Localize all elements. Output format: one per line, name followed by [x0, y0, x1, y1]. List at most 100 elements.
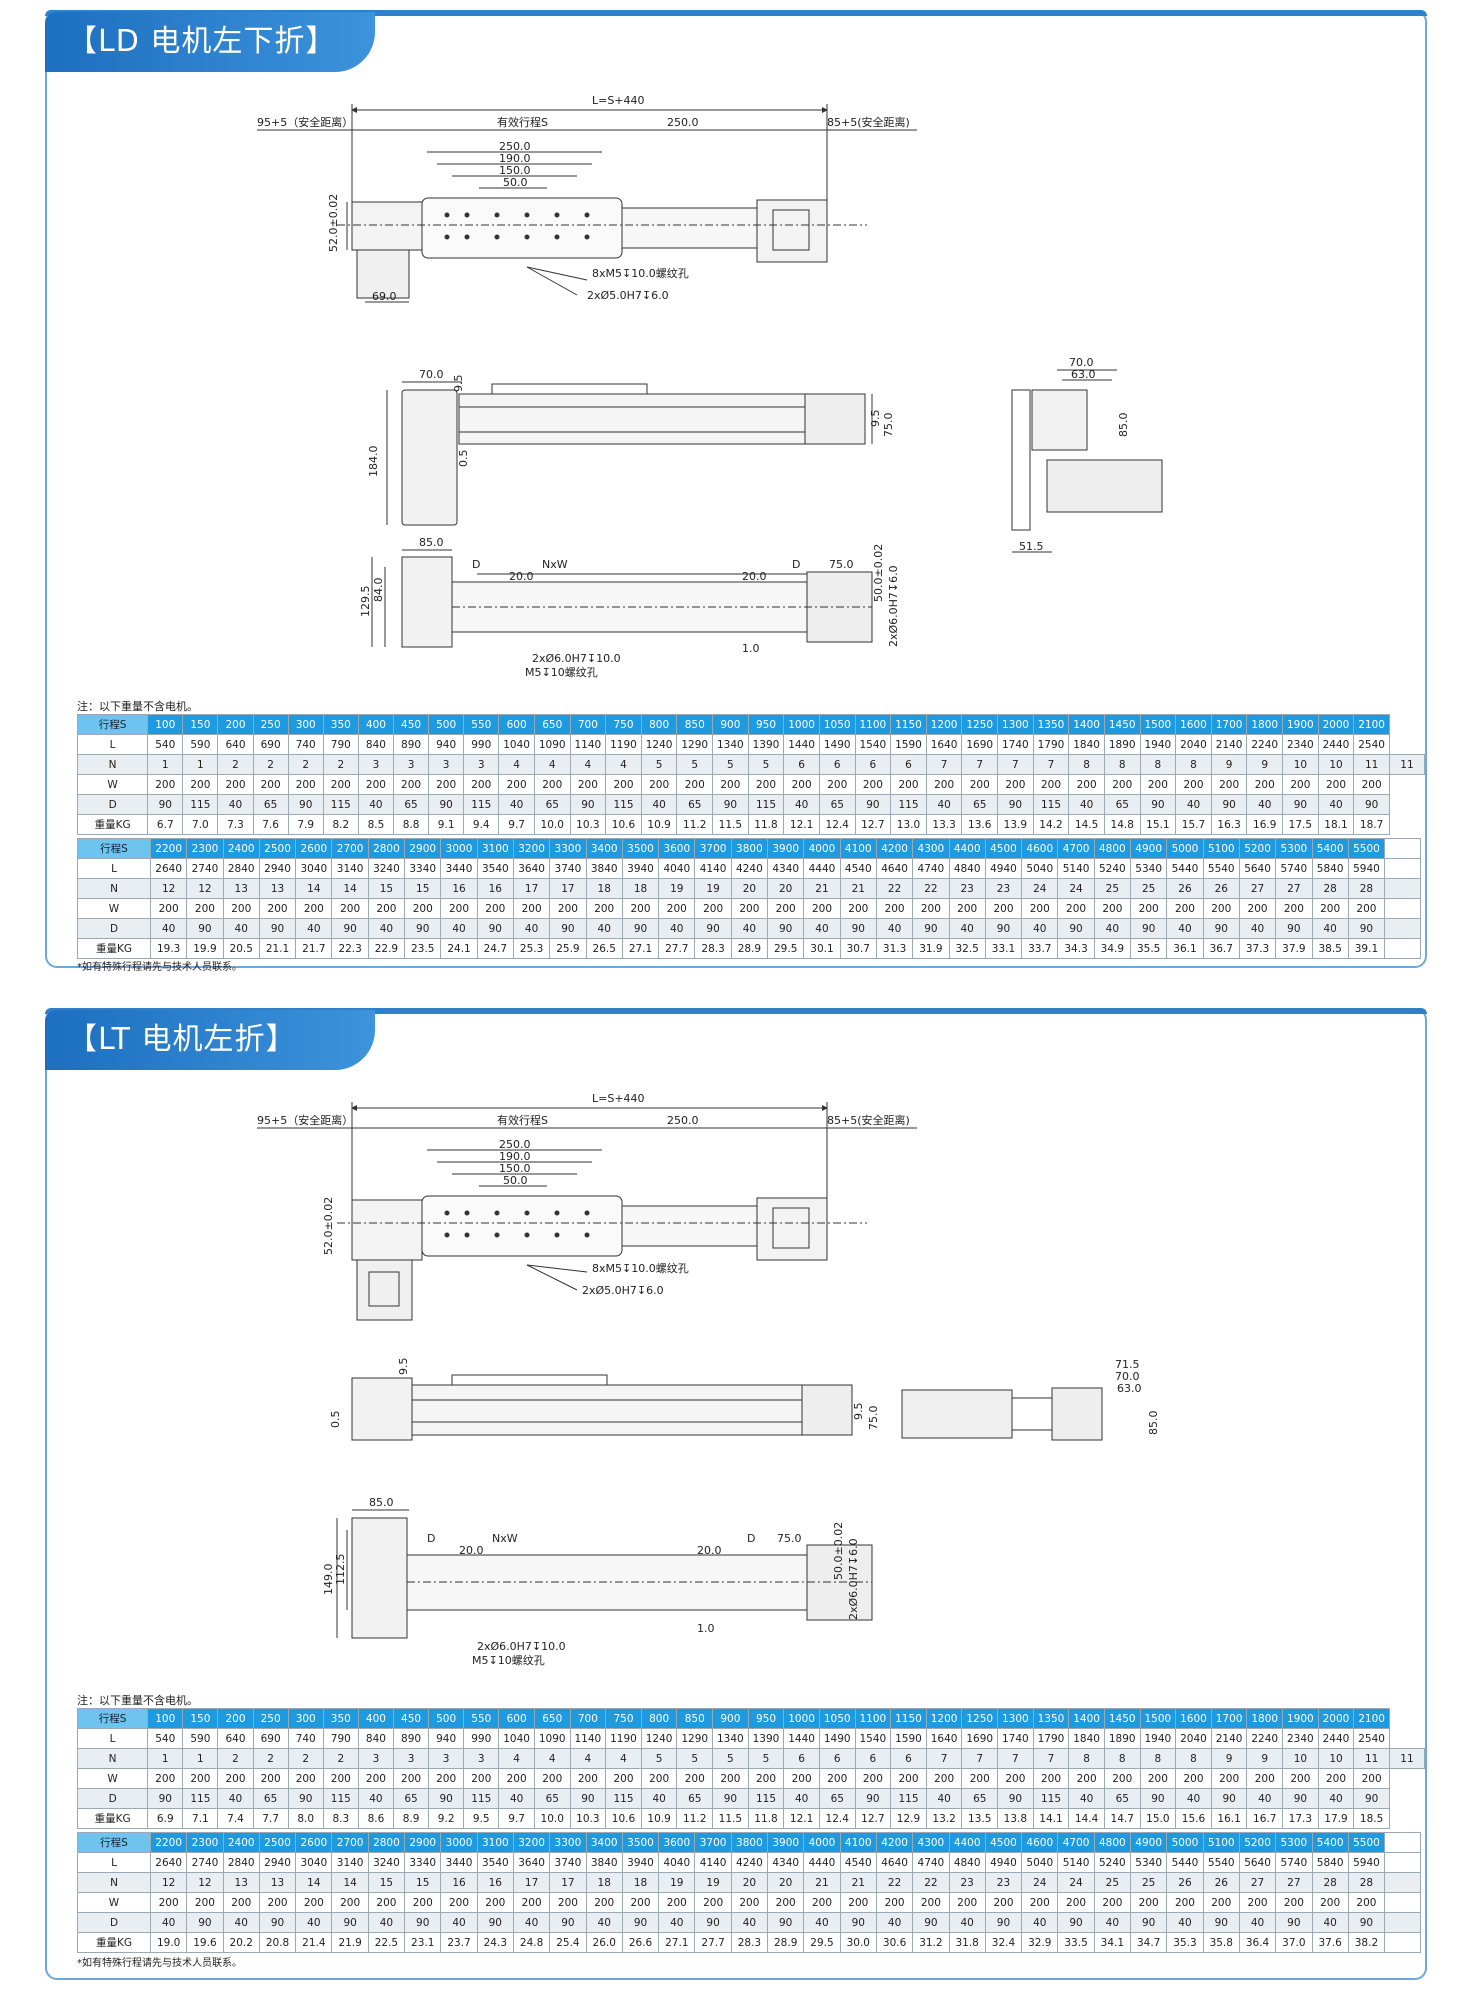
table-cell: 40: [440, 1912, 478, 1933]
table-cell: 200: [1032, 774, 1070, 795]
table-cell: 40: [1317, 1788, 1355, 1809]
table-cell: 3500: [621, 1832, 660, 1853]
table-cell: 200: [217, 714, 254, 735]
table-cell: 7.4: [217, 1808, 254, 1829]
table-cell: 20: [730, 1872, 769, 1893]
dim-r75: 75.0: [867, 1406, 880, 1431]
table-cell: 21: [839, 1872, 877, 1893]
dim-bot-20b: 20.0: [697, 1544, 722, 1557]
table-cell: 11: [1353, 1748, 1390, 1769]
table-cell: 800: [640, 714, 678, 735]
table-cell: 4740: [912, 1852, 950, 1873]
table-cell: 15: [367, 878, 406, 899]
table-cell: 200: [295, 898, 333, 919]
table-cell: [1384, 1852, 1422, 1873]
dim-motor-width: 69.0: [372, 290, 397, 303]
table-cell: 200: [1166, 898, 1204, 919]
row-label: 行程S: [77, 838, 151, 859]
dim-190: 190.0: [499, 1150, 531, 1163]
row-label: L: [76, 1728, 149, 1749]
dim-side-70: 70.0: [1115, 1370, 1140, 1383]
table-cell: 4840: [948, 1852, 986, 1873]
table-cell: 90: [147, 1788, 184, 1809]
table-cell: 5300: [1275, 838, 1313, 859]
table-cell: 5540: [1202, 1852, 1240, 1873]
table-cell: 40: [925, 1788, 963, 1809]
table-cell: 20.8: [258, 1932, 297, 1953]
table-cell: 7: [1032, 754, 1070, 775]
table-cell: 40: [1246, 794, 1284, 815]
table-cell: 200: [428, 1768, 465, 1789]
table-cell: 4940: [984, 1852, 1023, 1873]
table-cell: 450: [392, 1708, 430, 1729]
lt-front-labels: 9.5 0.5 9.5 75.0 71.5 70.0 63.0 85.0: [329, 1358, 1160, 1436]
table-cell: 2000: [1317, 1708, 1355, 1729]
table-cell: 20: [730, 878, 769, 899]
table-cell: 35.8: [1202, 1932, 1240, 1953]
table-cell: 200: [186, 1892, 224, 1913]
table-cell: 6: [818, 754, 856, 775]
table-cell: 5840: [1311, 858, 1349, 879]
table-cell: 3: [463, 1748, 500, 1769]
dim-side-85: 85.0: [1147, 1411, 1160, 1436]
table-cell: 12.1: [783, 814, 820, 835]
table-cell: 200: [404, 898, 442, 919]
table-cell: 16.9: [1246, 814, 1284, 835]
table-cell: 450: [392, 714, 430, 735]
table-cell: 7: [1032, 1748, 1070, 1769]
table-cell: 115: [605, 794, 642, 815]
table-cell: 19.0: [149, 1932, 188, 1953]
table-cell: 65: [252, 794, 289, 815]
table-cell: 7: [925, 754, 963, 775]
table-cell: 2400: [222, 838, 260, 859]
table-cell: 23.5: [404, 938, 442, 959]
table-cell: 200: [890, 1768, 927, 1789]
table-cell: 8.0: [287, 1808, 324, 1829]
table-cell: 400: [357, 714, 394, 735]
table-cell: 200: [839, 898, 877, 919]
dim-stroke: 有效行程S: [497, 1113, 548, 1127]
table-cell: 90: [331, 918, 369, 939]
table-cell: 2: [252, 1748, 289, 1769]
dim-bot-6: 2xØ6.0H7↧6.0: [847, 1538, 860, 1620]
table-cell: 14.7: [1103, 1808, 1141, 1829]
table-cell: 4440: [803, 858, 841, 879]
table-cell: 36.1: [1166, 938, 1204, 959]
table-cell: 40: [1238, 1912, 1277, 1933]
dim-height: 52.0±0.02: [327, 194, 340, 252]
table-cell: 5440: [1166, 858, 1204, 879]
table-cell: 1140: [569, 1728, 607, 1749]
table-cell: 90: [186, 918, 224, 939]
table-cell: 18: [585, 878, 623, 899]
dim-stroke: 有效行程S: [497, 115, 548, 129]
table-cell: 3: [428, 1748, 465, 1769]
table-cell: 28.3: [694, 938, 732, 959]
table-cell: 4700: [1057, 838, 1095, 859]
table-cell: 790: [322, 734, 359, 755]
lt-bottom-view: [336, 1509, 873, 1639]
table-cell: 11: [1353, 754, 1390, 775]
dim-hole1: 8xM5↧10.0螺纹孔: [592, 1261, 689, 1275]
table-cell: 90: [404, 918, 442, 939]
table-cell: [1384, 838, 1422, 859]
table-cell: 2940: [258, 1852, 297, 1873]
table-cell: 5: [747, 754, 785, 775]
table-cell: 8.2: [322, 814, 359, 835]
table-cell: 40: [585, 918, 623, 939]
table-cell: 5500: [1347, 1832, 1386, 1853]
table-cell: [1384, 1872, 1422, 1893]
section-lt: 【LT 电机左折】: [45, 1008, 1427, 1980]
table-cell: 12.9: [890, 1808, 927, 1829]
row-label: 重量KG: [77, 938, 151, 959]
table-cell: 850: [676, 1708, 714, 1729]
table-cell: 33.1: [984, 938, 1023, 959]
table-cell: 4600: [1021, 1832, 1059, 1853]
table-cell: 200: [392, 1768, 430, 1789]
table-cell: 2: [287, 1748, 324, 1769]
table-cell: 90: [404, 1912, 442, 1933]
table-cell: 40: [1021, 918, 1059, 939]
table-cell: 40: [1175, 1788, 1212, 1809]
table-cell: 4200: [875, 838, 914, 859]
table-cell: 1150: [890, 714, 927, 735]
